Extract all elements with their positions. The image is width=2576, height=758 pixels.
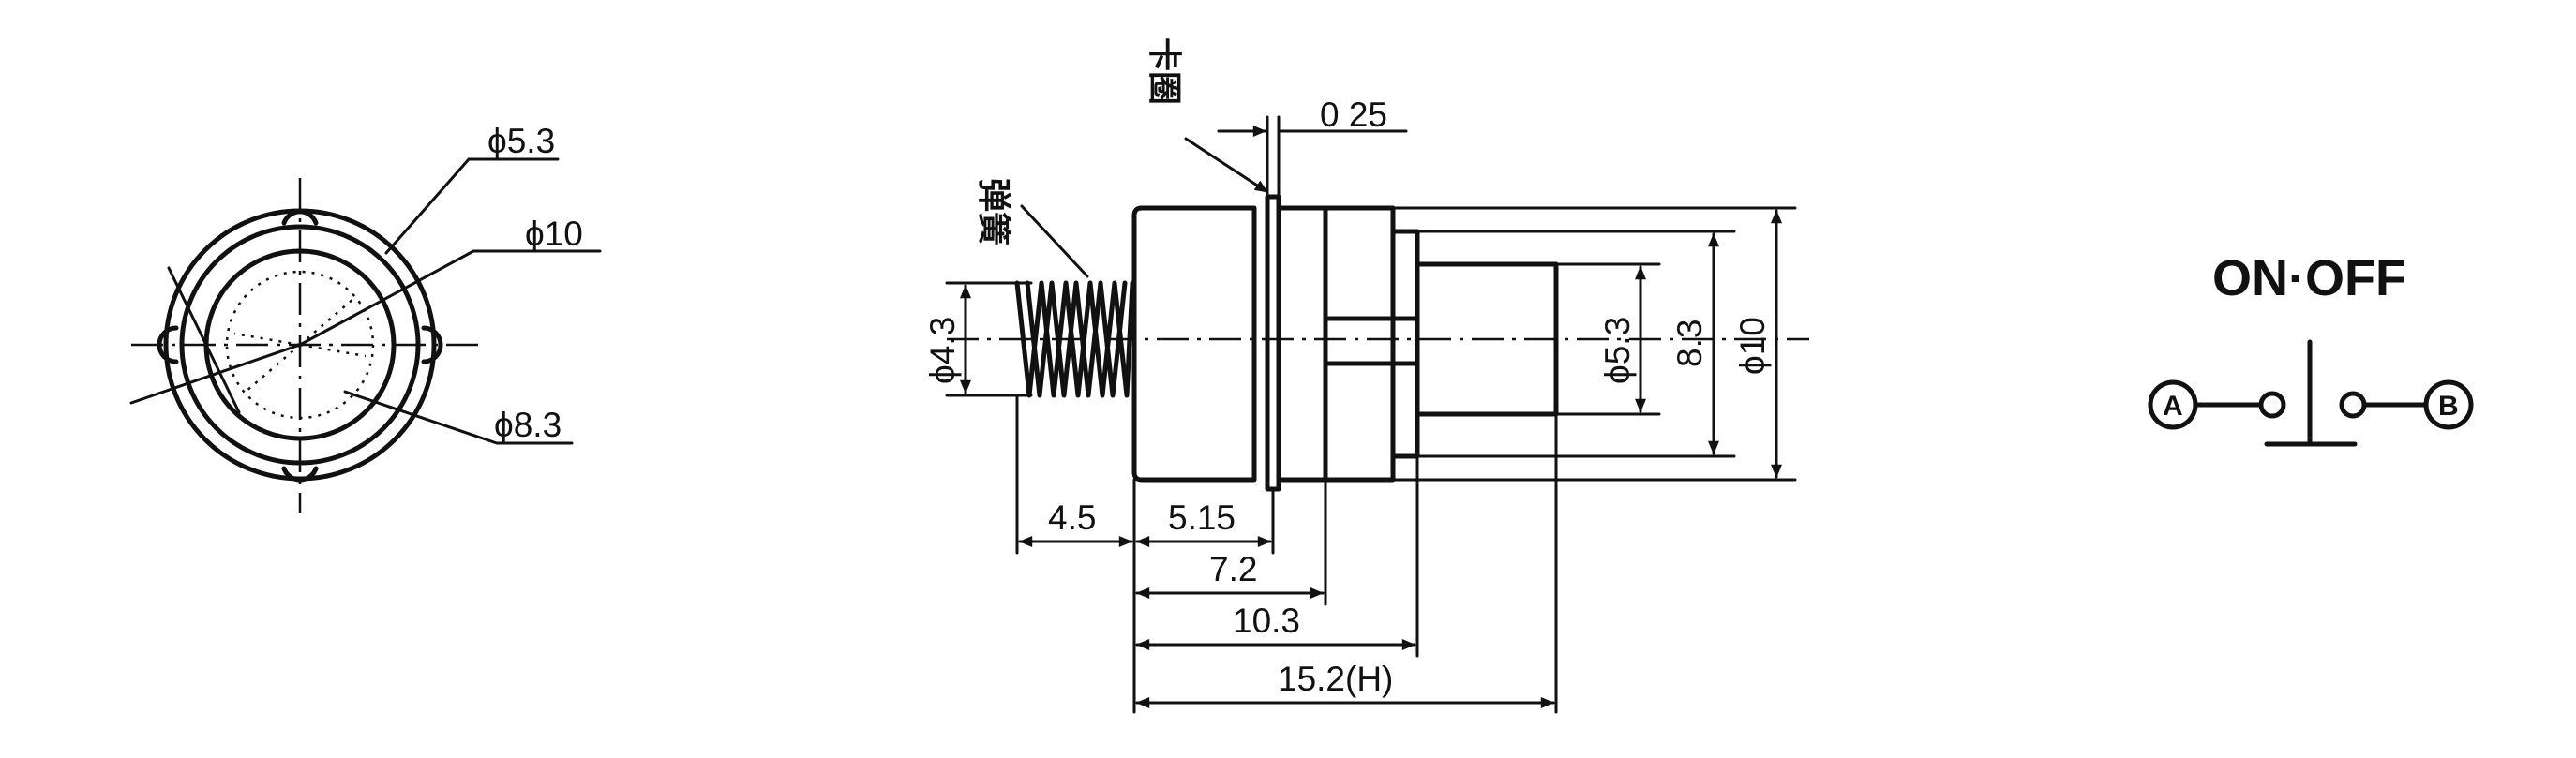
contact-b	[2339, 391, 2367, 419]
leader-cross-b	[129, 343, 302, 405]
leader-d83	[343, 390, 574, 445]
tab-left	[157, 325, 179, 364]
shaft-dia-dim: ϕ5.3	[1554, 262, 1661, 416]
length-4-5: 4.5	[1048, 498, 1096, 537]
spring-leader	[1020, 204, 1089, 278]
length-15-2: 15.2(H)	[1278, 660, 1393, 698]
gap-dim: 0 25	[1217, 96, 1408, 199]
gap-value: 0 25	[1320, 96, 1387, 134]
terminal-a-label: A	[2163, 391, 2183, 422]
flange-dia-value: ϕ10	[1733, 317, 1772, 375]
housing-body	[1131, 205, 1257, 483]
terminal-b-label: B	[2438, 391, 2459, 422]
step-collar	[1323, 205, 1396, 483]
leader-d53	[384, 157, 560, 255]
side-view: 弹簧 卡圈 0 25 ϕ4.3 ϕ5.3	[923, 37, 1809, 714]
spring-back	[1025, 280, 1128, 398]
callout-d53: ϕ5.3	[487, 122, 555, 160]
outer-ring	[163, 208, 437, 482]
spring-dia-dim: ϕ4.3	[923, 281, 1033, 397]
clip-label-group: 卡圈	[1145, 37, 1269, 194]
callout-d83: ϕ8.3	[494, 406, 562, 444]
step-ring	[1390, 229, 1420, 459]
terminal-b-circle	[2423, 379, 2474, 430]
body-size-value: 8.3	[1670, 320, 1709, 367]
front-view: ϕ5.3 ϕ10 ϕ8.3	[129, 122, 602, 513]
button-shaft	[1415, 261, 1559, 417]
length-7-2: 7.2	[1209, 550, 1257, 588]
flange-dia-dim: ϕ10	[1324, 206, 1797, 482]
switch-schematic: ON·OFF A B	[2148, 250, 2474, 447]
shaft-dia-value: ϕ5.3	[1598, 317, 1637, 384]
contact-a	[2258, 391, 2286, 419]
leader-d10	[298, 249, 602, 347]
length-dims: 4.5 5.15 7.2 10.3 15.2(H)	[1015, 394, 1558, 714]
callout-d10: ϕ10	[525, 215, 583, 253]
flange	[1276, 205, 1328, 483]
length-5-15: 5.15	[1168, 498, 1236, 537]
length-10-3: 10.3	[1233, 602, 1300, 640]
button-circle	[225, 270, 375, 420]
front-radials	[233, 297, 367, 393]
spring-label: 弹簧	[974, 178, 1012, 245]
flange-ring	[179, 224, 421, 466]
clip-label: 卡圈	[1145, 37, 1183, 105]
tab-right	[421, 325, 443, 364]
spring-label-group: 弹簧	[974, 178, 1089, 278]
spring-dia-value: ϕ4.3	[923, 317, 962, 384]
schematic-title: ON·OFF	[2212, 250, 2406, 306]
body-size-dim: 8.3	[1391, 230, 1736, 458]
clip-leader	[1184, 137, 1269, 194]
leader-cross-a	[167, 266, 241, 414]
